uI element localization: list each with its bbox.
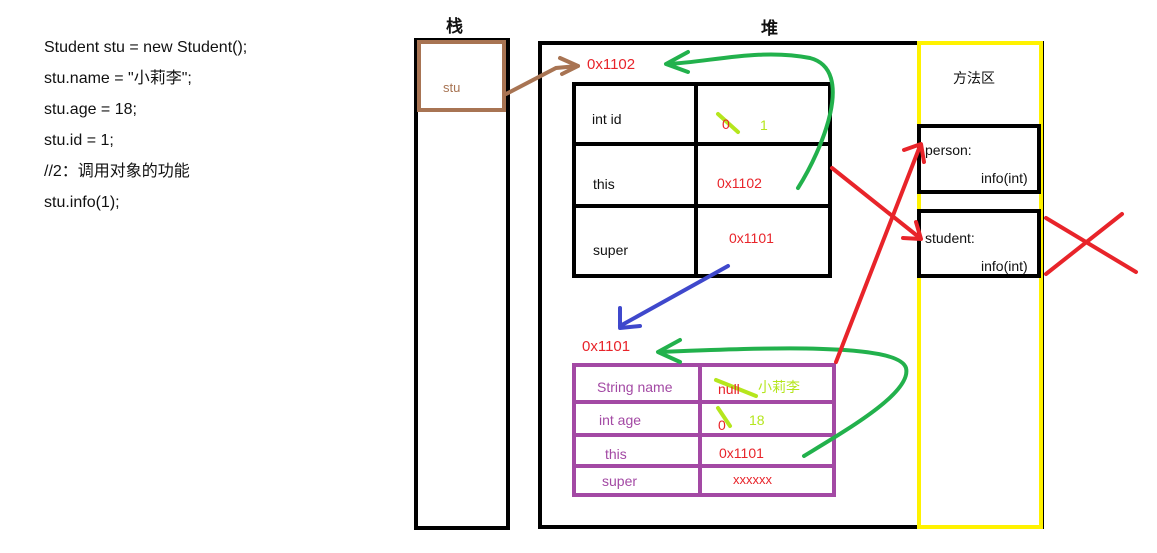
class-arrow [834, 144, 922, 364]
strike-mark [714, 112, 758, 428]
super-arrow [618, 264, 730, 328]
this-arrow [658, 346, 909, 458]
field-value: 18 [749, 412, 765, 428]
class-arrow [830, 166, 922, 240]
code-line: stu.name = "小莉李"; [44, 70, 192, 87]
arrow-head [902, 142, 926, 164]
field-value: 0x1101 [729, 230, 774, 246]
person-class-box [917, 124, 1041, 194]
code-line: Student stu = new Student(); [44, 39, 248, 56]
code-line: stu.age = 18; [44, 101, 137, 118]
field-name: int age [599, 412, 642, 428]
arrow-head [664, 50, 690, 74]
student-class-box [917, 209, 1041, 278]
code-line: stu.info(1); [44, 194, 120, 211]
code-line: //2：调用对象的功能 [44, 163, 190, 180]
old-value: 0 [722, 116, 730, 132]
stack-title: 栈 [446, 17, 463, 36]
stack-var-box [417, 40, 506, 112]
person-object-address: 0x1101 [582, 338, 631, 355]
method-area [917, 41, 1043, 529]
field-name: this [593, 176, 615, 192]
student-class-name: student: [925, 230, 975, 246]
this-arrow [666, 52, 835, 190]
old-value: 0 [718, 417, 726, 433]
field-value: 0x1101 [719, 445, 764, 461]
field-value: 1 [760, 117, 768, 133]
arrow-head [901, 220, 923, 241]
code-line: stu.id = 1; [44, 132, 114, 149]
person-object-table [572, 363, 836, 497]
person-class-name: person: [925, 142, 972, 158]
student-class-method: info(int) [981, 258, 1028, 274]
student-object-table [572, 82, 832, 278]
field-value: xxxxxx [733, 472, 772, 487]
student-object-address: 0x1102 [587, 56, 636, 73]
method-area-title: 方法区 [953, 70, 995, 86]
stack-var-label: stu [443, 80, 461, 95]
field-name: this [605, 446, 627, 462]
field-name: int id [592, 111, 622, 127]
arrow-head [558, 56, 580, 76]
old-value: null [718, 381, 740, 397]
heap-title: 堆 [761, 19, 778, 38]
field-name: String name [597, 379, 673, 395]
arrow-head [618, 306, 642, 330]
field-value: 0x1102 [717, 175, 762, 191]
field-name: super [593, 242, 629, 258]
stack-column [414, 38, 510, 530]
cross-mark [1044, 212, 1138, 276]
arrow-head [656, 338, 682, 364]
person-class-method: info(int) [981, 170, 1028, 186]
field-name: super [602, 473, 638, 489]
code-listing: Student stu = new Student(); stu.name = … [44, 36, 247, 222]
reference-arrow [504, 64, 580, 96]
field-value: 小莉李 [758, 379, 800, 395]
